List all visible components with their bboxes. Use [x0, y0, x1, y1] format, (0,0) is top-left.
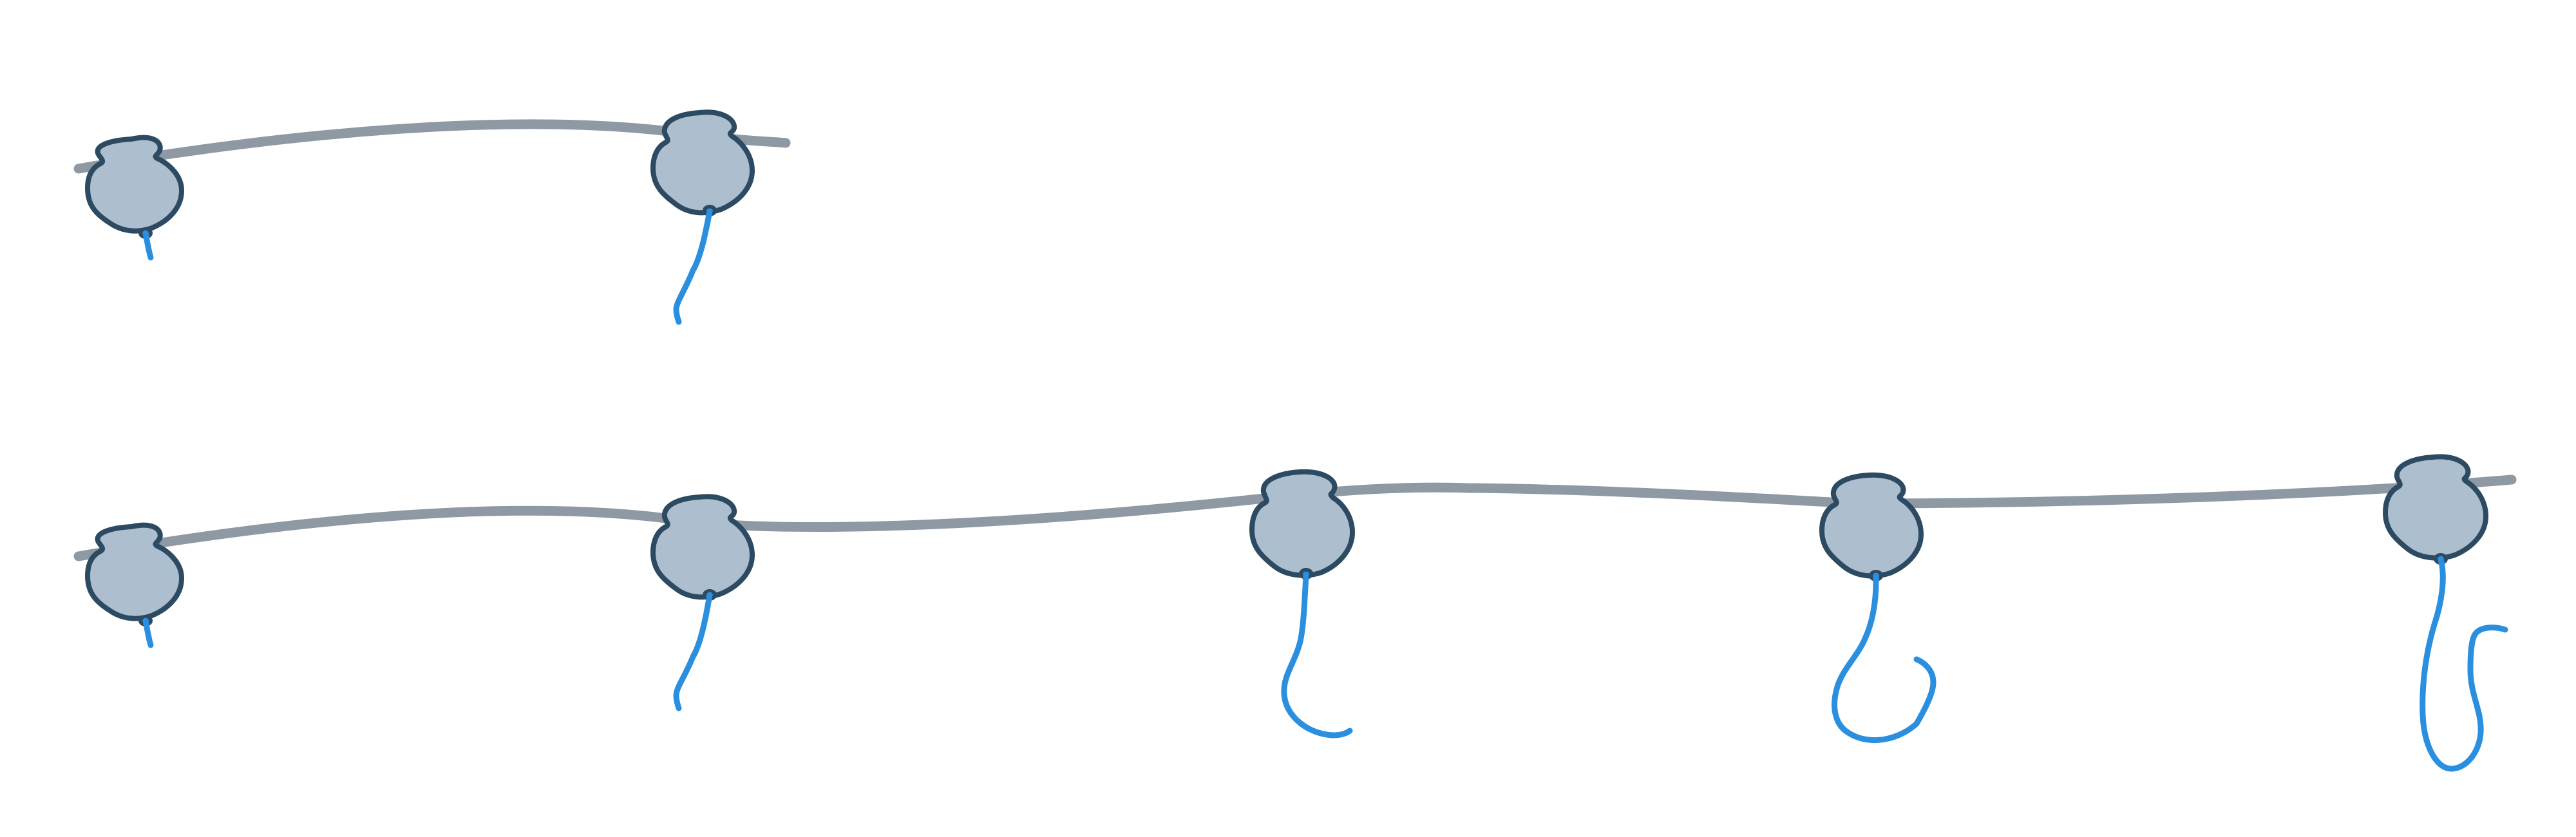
bead-body [85, 135, 184, 234]
bead-body [1819, 472, 1924, 579]
tail-top-1 [142, 230, 154, 261]
tail-bottom-3 [1281, 571, 1353, 738]
bead-top-2 [650, 109, 755, 216]
bead-bottom-2 [650, 494, 755, 601]
bead-bottom-5 [2383, 454, 2488, 565]
tail-top-2 [673, 208, 713, 325]
bead-bottom-1 [85, 522, 184, 626]
tail-bottom-1 [142, 617, 154, 648]
bead-body [650, 494, 755, 600]
bead-bottom-4 [1819, 472, 1924, 581]
bead-body [85, 522, 184, 621]
tail-bottom-4 [1832, 572, 1937, 743]
tail-bottom-5 [2420, 556, 2508, 772]
bottom-row [73, 454, 2517, 772]
bead-body [650, 109, 755, 216]
bottom-rail [73, 475, 2517, 561]
tail-bottom-2 [673, 592, 713, 711]
top-rail [73, 119, 791, 174]
bead-body [2383, 454, 2488, 561]
top-row [73, 109, 791, 325]
